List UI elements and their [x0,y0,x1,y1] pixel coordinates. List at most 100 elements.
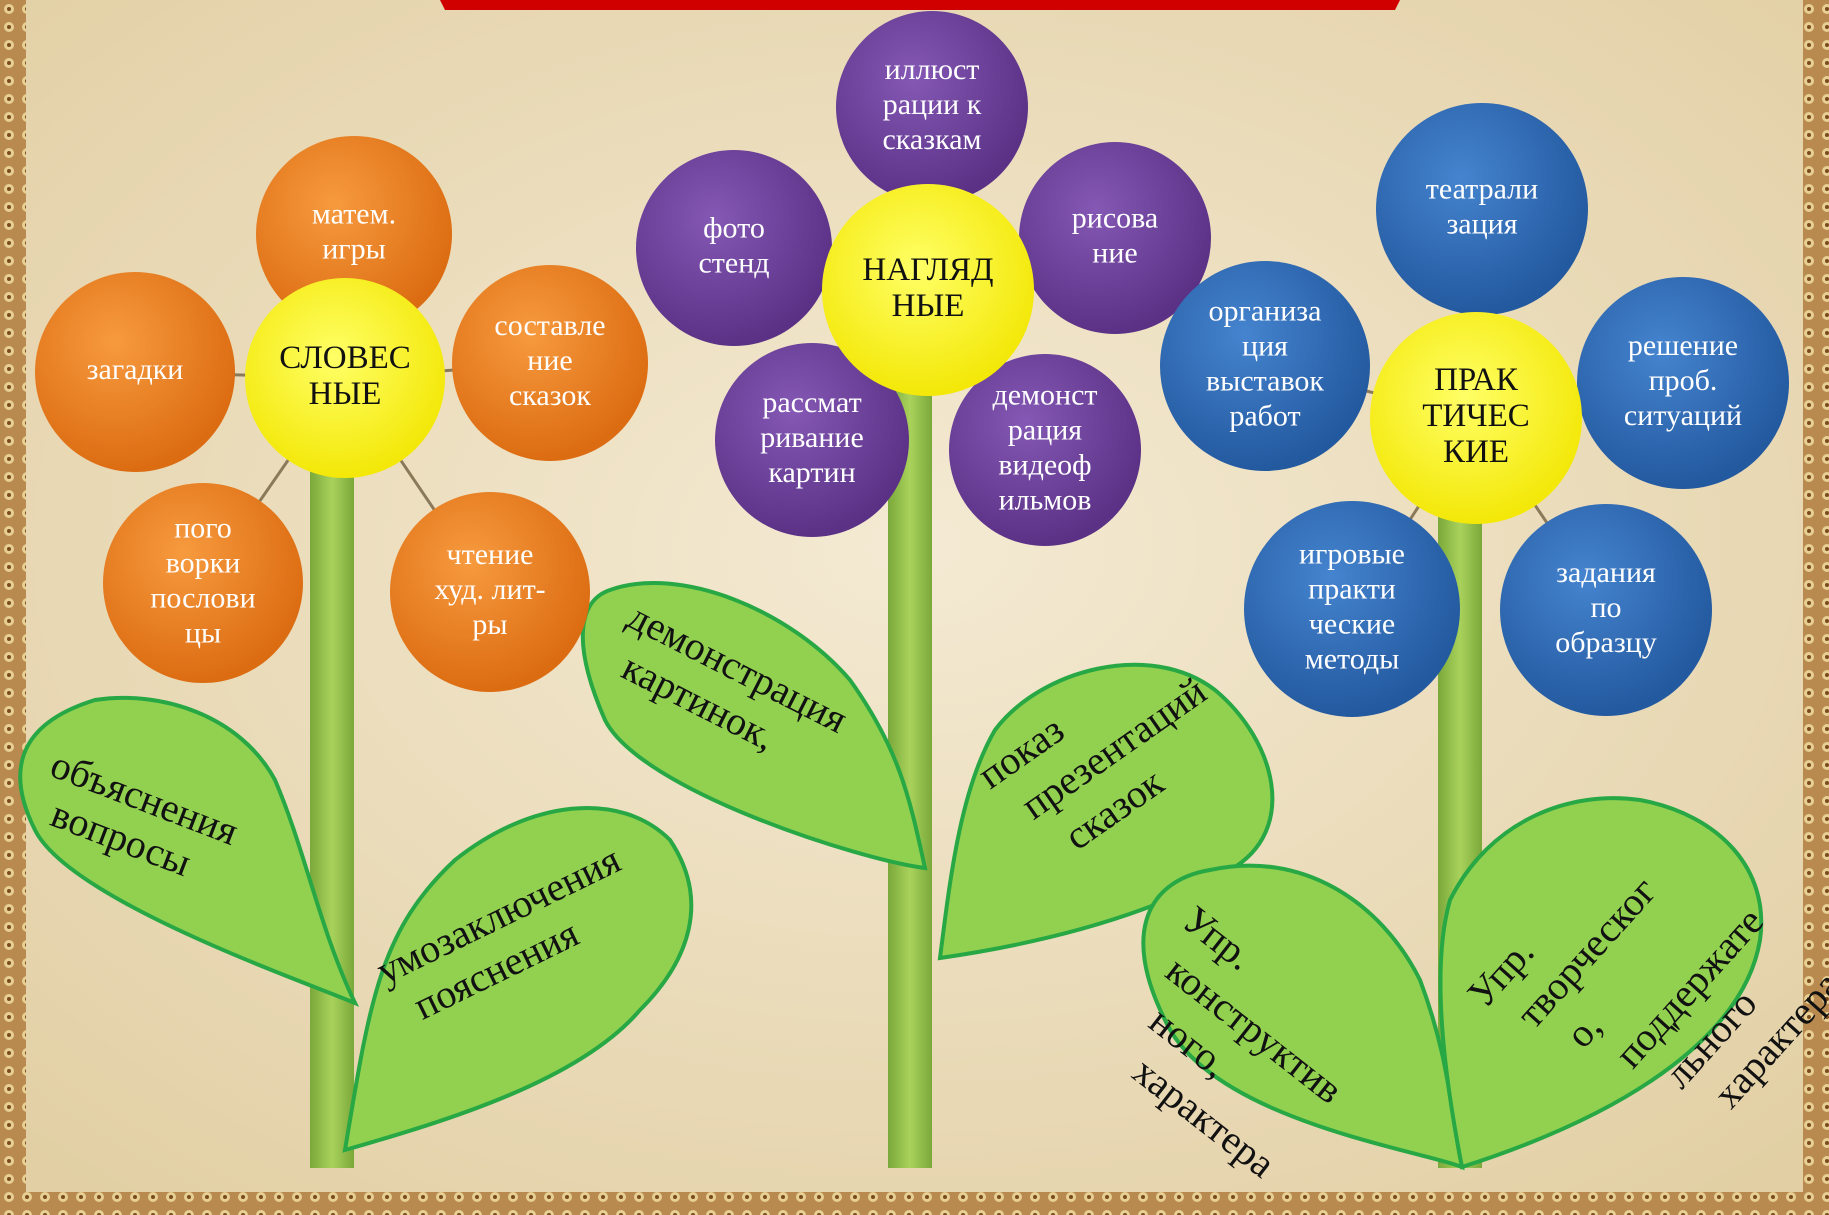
center-label-line: ТИЧЕС [1422,398,1530,434]
center-label-line: КИЕ [1443,434,1509,470]
leaf-shape [580,581,928,871]
petal-circle [35,272,235,472]
center-label-line: ПРАК [1434,362,1519,398]
petal-circle [1376,103,1588,315]
petal-label: матем.игры [312,197,396,265]
petal-label-line: зация [1446,207,1517,240]
petal-label-line: пого [174,511,232,544]
petal-circle [836,11,1028,203]
petal-label-line: театрали [1426,172,1538,205]
center-circle [1370,312,1582,524]
petal-label-line: матем. [312,197,396,230]
petal-label-line: стенд [698,246,769,279]
petal-label-line: ситуаций [1624,399,1742,432]
frame-left [0,0,26,1215]
petal-label-line: чтение [447,538,534,571]
petal-label-line: рисова [1072,201,1158,234]
petal-label-line: ворки [166,546,241,579]
petal-label-line: ция [1242,329,1288,362]
petal-circle [256,136,452,332]
petal-label-line: практи [1308,572,1396,605]
petal-label-line: видеоф [998,448,1091,481]
center-circle [245,278,445,478]
petal-circle [1019,142,1211,334]
petal-orange: загадки [35,272,235,472]
petal-label-line: игровые [1299,537,1405,570]
petal-label-line: проб. [1649,364,1718,397]
petal-label-line: по [1590,591,1621,624]
petal-label-line: ривание [760,421,864,454]
petal-label-line: иллюст [885,53,980,86]
petal-label-line: ры [472,608,507,641]
petal-circle [636,150,832,346]
stem-1 [310,430,354,1168]
petal-label-line: задания [1556,556,1656,589]
leaf-shape [1438,796,1764,1170]
petal-label-line: рации к [883,88,982,121]
petal-circle [949,354,1141,546]
petal-label-line: худ. лит- [434,573,545,606]
center-label-line: НАГЛЯД [862,252,993,288]
center-label-line: НЫЕ [892,288,965,324]
center-circle [822,184,1034,396]
petal-label-line: образцу [1555,626,1656,659]
leaf-3: демонстрациякартинок, [580,581,928,871]
frame-bottom [0,1192,1829,1215]
petal-label-line: игры [322,232,386,265]
petal-label-line: выставок [1206,364,1324,397]
petal-label-line: организа [1209,294,1322,327]
petal-label-line: ние [527,344,572,377]
petal-label-line: рация [1008,413,1082,446]
petal-label-line: фото [703,211,765,244]
petal-label-line: послови [150,581,255,614]
leaf-2: умозаключенияпояснения [342,806,694,1153]
title-fragment [440,0,1400,10]
leaf-shape [18,695,360,1007]
petal-label: загадки [87,353,184,386]
petal-label-line: демонст [992,378,1097,411]
center-label-line: СЛОВЕС [279,340,411,376]
leaf-shape [1141,863,1465,1171]
petal-label-line: ческие [1309,607,1395,640]
petal-circle [1244,501,1460,717]
petal-circle [715,343,909,537]
petal-label-line: сказкам [882,123,981,156]
leaf-1: объяснениявопросы [18,695,360,1007]
petal-circle [452,265,648,461]
leaf-shape [342,806,694,1153]
petal-label-line: решение [1628,329,1738,362]
petal-orange: матем.игры [256,136,452,332]
petal-circle [390,492,590,692]
